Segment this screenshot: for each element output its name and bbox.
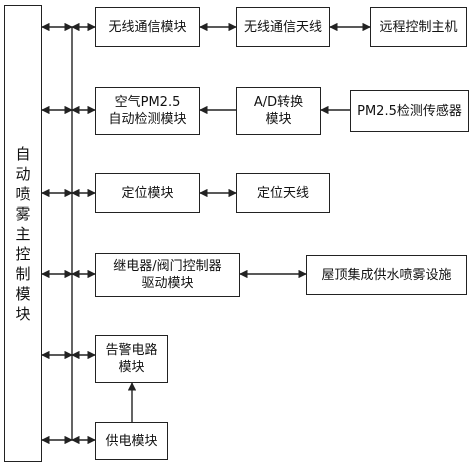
pm25-detection-module-label: 空气PM2.5 自动检测模块 [108, 95, 187, 127]
pm25-detection-module: 空气PM2.5 自动检测模块 [95, 87, 200, 135]
wireless-antenna: 无线通信天线 [236, 7, 330, 47]
main-controller-module: 自动喷雾主控制模块 [4, 5, 42, 462]
alarm-circuit-module: 告警电路 模块 [95, 335, 168, 383]
relay-valve-driver-module-label: 继电器/阀门控制器 驱动模块 [113, 259, 222, 291]
wireless-antenna-label: 无线通信天线 [243, 19, 322, 35]
alarm-circuit-module-label: 告警电路 模块 [105, 343, 158, 375]
ad-converter-module: A/D转换 模块 [236, 87, 321, 135]
rooftop-spray-facility-label: 屋顶集成供水喷雾设施 [321, 267, 452, 283]
wireless-comm-module: 无线通信模块 [95, 7, 200, 47]
positioning-module: 定位模块 [95, 173, 200, 213]
remote-control-host: 远程控制主机 [370, 7, 467, 47]
power-supply-module-label: 供电模块 [105, 433, 158, 449]
wireless-comm-module-label: 无线通信模块 [108, 19, 187, 35]
relay-valve-driver-module: 继电器/阀门控制器 驱动模块 [95, 253, 240, 297]
remote-control-host-label: 远程控制主机 [379, 19, 458, 35]
power-supply-module: 供电模块 [95, 422, 168, 460]
pm25-sensor-label: PM2.5检测传感器 [357, 103, 462, 119]
positioning-antenna-label: 定位天线 [256, 185, 309, 201]
positioning-antenna: 定位天线 [236, 173, 330, 213]
main-controller-label: 自动喷雾主控制模块 [15, 144, 31, 323]
pm25-sensor: PM2.5检测传感器 [350, 90, 469, 132]
rooftop-spray-facility: 屋顶集成供水喷雾设施 [306, 255, 467, 295]
ad-converter-module-label: A/D转换 模块 [253, 95, 304, 127]
positioning-module-label: 定位模块 [121, 185, 174, 201]
